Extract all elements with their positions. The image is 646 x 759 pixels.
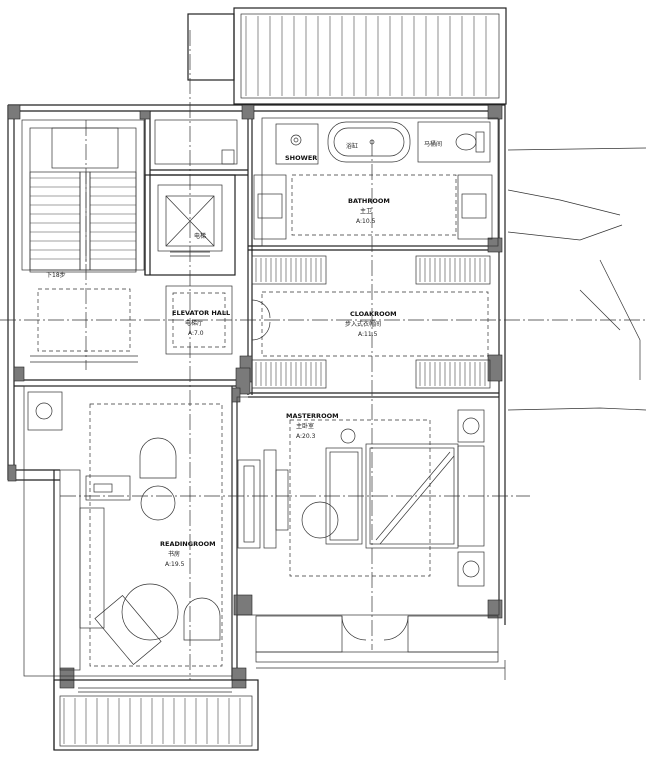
elevator-hall-area: A:7.0 — [188, 330, 204, 337]
elevator-hall-name: ELEVATOR HALL — [172, 309, 230, 317]
structural-columns — [7, 104, 503, 689]
cloakroom-area: A:11.5 — [358, 331, 378, 338]
master-area: A:20.3 — [296, 433, 316, 440]
elevator-hall-cn: 电梯厅 — [185, 319, 203, 327]
lift-label: 电梯 — [194, 232, 206, 240]
reading-room — [23, 385, 233, 677]
bathtub-label: 浴缸 — [346, 142, 358, 150]
right-terrace — [256, 147, 646, 680]
cloakroom — [251, 255, 491, 389]
bathroom-name: BATHROOM — [348, 197, 390, 205]
staircase — [21, 119, 145, 273]
master-room — [236, 396, 500, 663]
reading-area: A:19.5 — [165, 561, 185, 568]
master-name: MASTERROOM — [286, 412, 339, 420]
toilet-label: 马桶间 — [424, 140, 442, 148]
master-cn: 主卧室 — [296, 422, 314, 430]
bathroom — [253, 117, 499, 247]
bathroom-area: A:10.5 — [356, 218, 376, 225]
cloakroom-cn: 步入式衣帽间 — [345, 320, 381, 328]
cloakroom-name: CLOAKROOM — [350, 310, 397, 318]
reading-cn: 书房 — [168, 550, 180, 558]
reading-name: READINGROOM — [160, 540, 216, 548]
shower-label: SHOWER — [285, 154, 317, 162]
bathroom-cn: 主卫 — [360, 207, 372, 215]
outer-walls — [7, 104, 506, 680]
bottom-balcony — [53, 470, 259, 751]
top-balcony — [187, 7, 507, 105]
stairs-note: 下18步 — [46, 271, 66, 279]
axis-lines — [0, 30, 646, 680]
